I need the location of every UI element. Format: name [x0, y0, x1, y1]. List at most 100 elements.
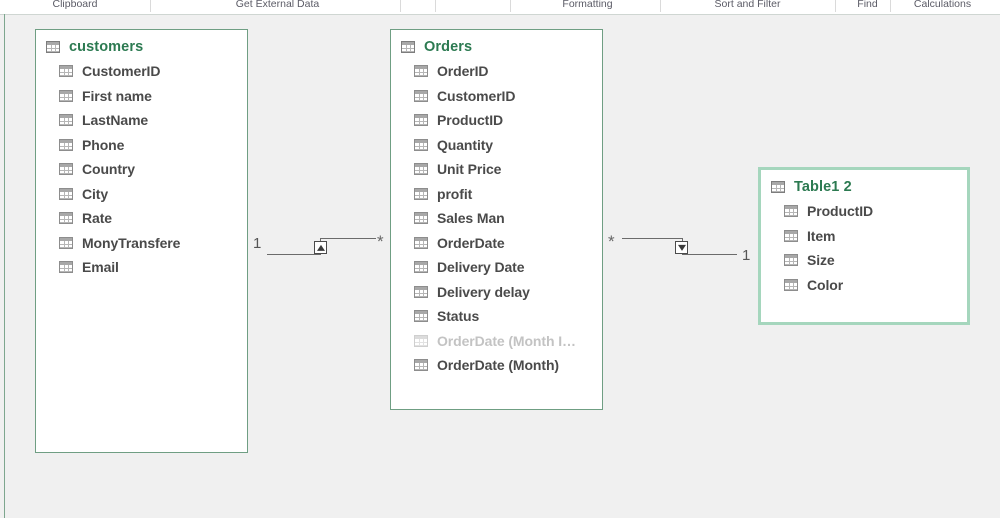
field-grid-icon	[414, 212, 428, 225]
field-row[interactable]: CustomerID	[414, 84, 602, 109]
table-grid-icon	[771, 181, 785, 193]
field-list-orders: OrderID CustomerID ProductID Quantity Un…	[391, 59, 602, 378]
field-row[interactable]: ProductID	[414, 108, 602, 133]
field-label: First name	[82, 87, 152, 104]
field-row[interactable]: Status	[414, 304, 602, 329]
table-title: Table1 2	[794, 179, 852, 195]
field-row[interactable]: ProductID	[784, 199, 967, 224]
ribbon-separator	[835, 0, 836, 12]
field-grid-icon	[59, 114, 73, 127]
table-grid-icon	[401, 41, 415, 53]
canvas-top-divider	[0, 14, 1000, 15]
field-row[interactable]: Country	[59, 157, 247, 182]
field-row[interactable]: Color	[784, 273, 967, 298]
table-header-orders[interactable]: Orders	[391, 30, 602, 55]
ribbon-group-calculations[interactable]: Calculations	[913, 0, 972, 10]
field-row[interactable]: MonyTransfere	[59, 231, 247, 256]
field-label: Email	[82, 259, 119, 276]
diagram-canvas[interactable]: customers CustomerID First name LastName	[0, 14, 1000, 518]
ribbon-group-formatting[interactable]: Formatting	[562, 0, 613, 10]
field-row[interactable]: City	[59, 182, 247, 207]
field-grid-icon	[59, 187, 73, 200]
field-row[interactable]: Unit Price	[414, 157, 602, 182]
table-card-table1-2[interactable]: Table1 2 ProductID Item Size Color	[758, 167, 970, 325]
field-label: MonyTransfere	[82, 234, 181, 251]
field-label: ProductID	[437, 112, 503, 129]
field-row-disabled[interactable]: OrderDate (Month I…	[414, 329, 602, 354]
field-label: Country	[82, 161, 135, 178]
triangle-down-icon	[677, 244, 686, 251]
field-label: ProductID	[807, 203, 873, 220]
field-label: Rate	[82, 210, 112, 227]
ribbon-separator	[150, 0, 151, 12]
ribbon-separator	[400, 0, 401, 12]
ribbon-group-find[interactable]: Find	[857, 0, 878, 10]
relationship-cardinality-one: 1	[253, 235, 262, 252]
field-grid-icon	[414, 114, 428, 127]
relationship-cardinality-many: *	[608, 232, 615, 251]
field-label: Size	[807, 252, 835, 269]
field-row[interactable]: CustomerID	[59, 59, 247, 84]
field-grid-icon	[59, 138, 73, 151]
field-list-table1-2: ProductID Item Size Color	[761, 199, 967, 297]
field-label: Sales Man	[437, 210, 505, 227]
table-card-orders[interactable]: Orders OrderID CustomerID ProductID Qua	[390, 29, 603, 410]
field-label: Delivery delay	[437, 283, 530, 300]
field-row[interactable]: Rate	[59, 206, 247, 231]
field-label: OrderDate	[437, 234, 505, 251]
field-grid-icon	[414, 236, 428, 249]
field-grid-icon	[414, 310, 428, 323]
ribbon-separator	[435, 0, 436, 12]
relationship-customers-orders[interactable]: 1 *	[248, 209, 393, 269]
field-grid-icon	[59, 212, 73, 225]
field-grid-icon	[414, 89, 428, 102]
field-row[interactable]: OrderDate	[414, 231, 602, 256]
field-label: CustomerID	[437, 87, 516, 104]
field-row[interactable]: Sales Man	[414, 206, 602, 231]
table-header-customers[interactable]: customers	[36, 30, 247, 55]
field-row[interactable]: LastName	[59, 108, 247, 133]
field-label: OrderDate (Month I…	[437, 332, 576, 349]
field-label: LastName	[82, 112, 149, 129]
field-label: Status	[437, 308, 480, 325]
field-row[interactable]: Item	[784, 224, 967, 249]
field-label: Unit Price	[437, 161, 502, 178]
field-row[interactable]: Quantity	[414, 133, 602, 158]
relationship-line	[320, 238, 376, 239]
field-row[interactable]: Phone	[59, 133, 247, 158]
field-grid-icon	[414, 334, 428, 347]
field-row[interactable]: Size	[784, 248, 967, 273]
field-row[interactable]: OrderDate (Month)	[414, 353, 602, 378]
ribbon-separator	[660, 0, 661, 12]
field-label: City	[82, 185, 109, 202]
field-grid-icon	[414, 138, 428, 151]
field-grid-icon	[784, 278, 798, 291]
table-header-table1-2[interactable]: Table1 2	[761, 170, 967, 195]
field-label: OrderDate (Month)	[437, 357, 559, 374]
field-row[interactable]: OrderID	[414, 59, 602, 84]
field-list-customers: CustomerID First name LastName Phone Cou…	[36, 59, 247, 280]
relationship-direction-indicator-icon[interactable]	[314, 241, 327, 254]
field-grid-icon	[414, 163, 428, 176]
ribbon-group-sort-and-filter[interactable]: Sort and Filter	[714, 0, 781, 10]
field-row[interactable]: First name	[59, 84, 247, 109]
ribbon-separator	[510, 0, 511, 12]
field-row[interactable]: Delivery Date	[414, 255, 602, 280]
relationship-direction-indicator-icon[interactable]	[675, 241, 688, 254]
field-grid-icon	[414, 261, 428, 274]
field-label: Phone	[82, 136, 125, 153]
field-grid-icon	[784, 205, 798, 218]
field-grid-icon	[414, 359, 428, 372]
table-card-customers[interactable]: customers CustomerID First name LastName	[35, 29, 248, 453]
ribbon-group-clipboard[interactable]: Clipboard	[52, 0, 98, 10]
field-grid-icon	[59, 236, 73, 249]
field-grid-icon	[59, 163, 73, 176]
field-grid-icon	[59, 261, 73, 274]
field-row[interactable]: profit	[414, 182, 602, 207]
table-grid-icon	[46, 41, 60, 53]
field-row[interactable]: Delivery delay	[414, 280, 602, 305]
relationship-orders-table1-2[interactable]: * 1	[604, 209, 759, 269]
ribbon-group-get-external-data[interactable]: Get External Data	[235, 0, 320, 10]
field-row[interactable]: Email	[59, 255, 247, 280]
